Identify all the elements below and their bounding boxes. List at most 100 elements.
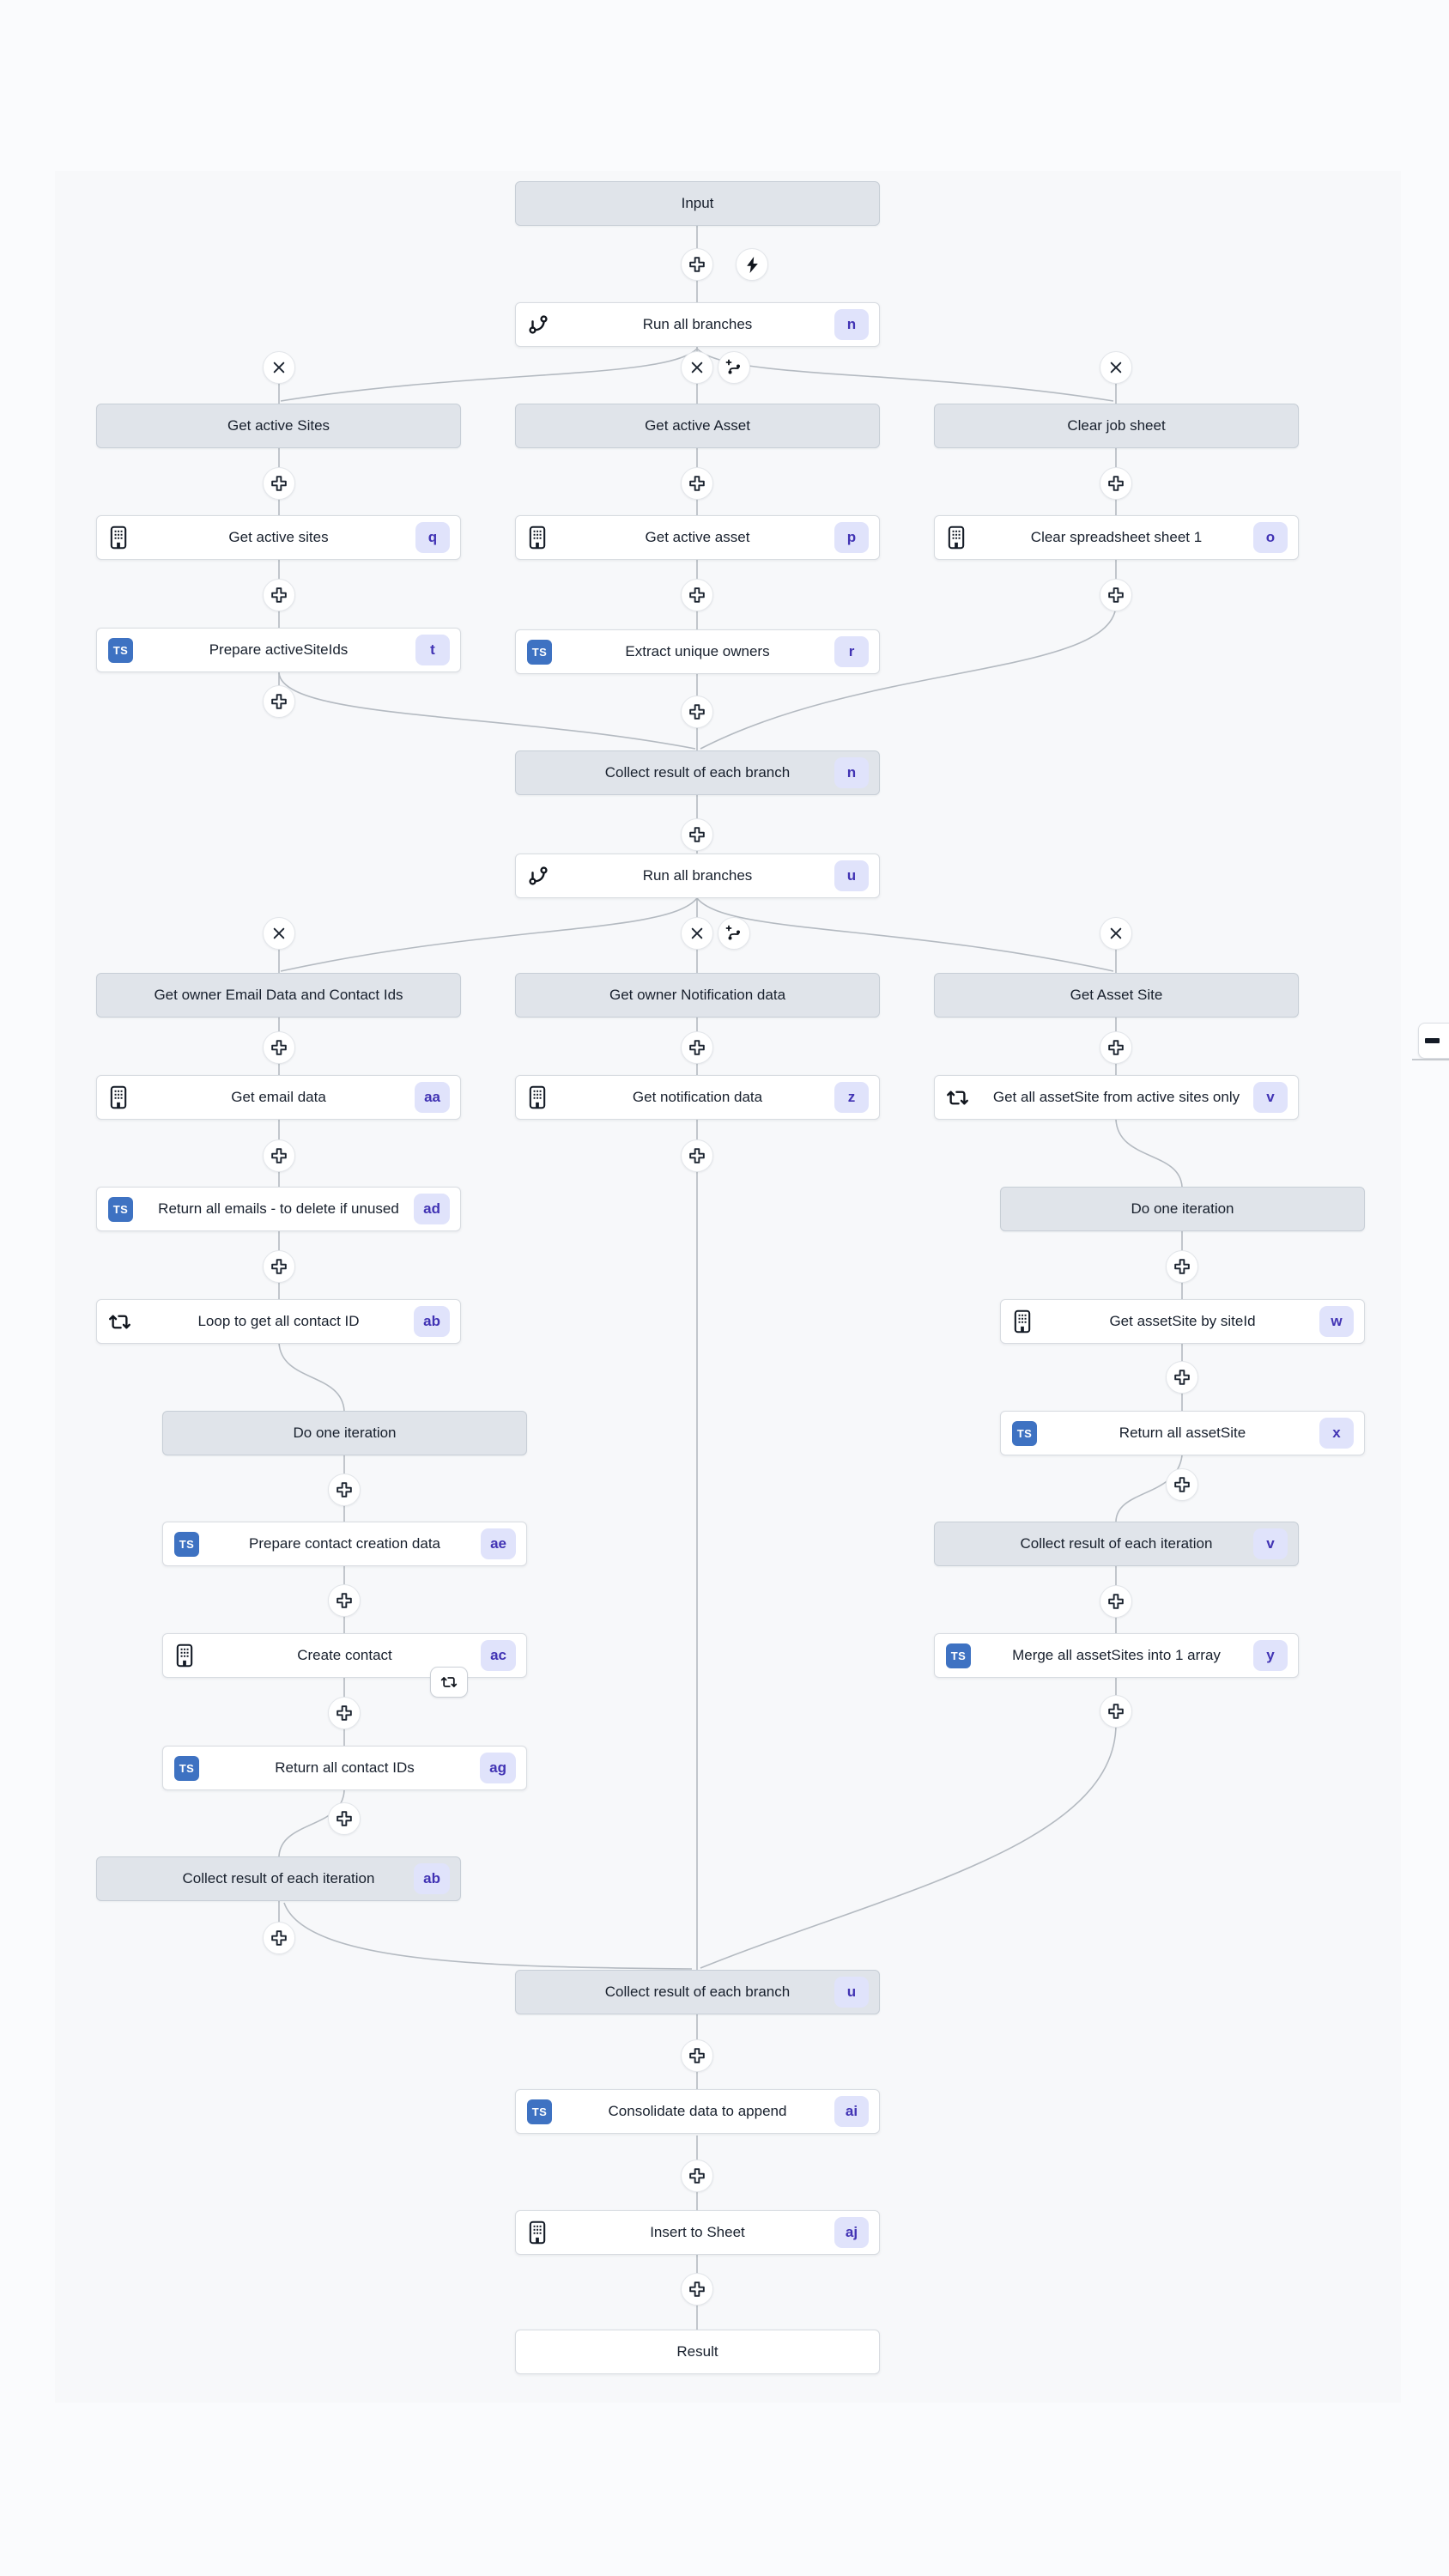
flow-canvas[interactable] xyxy=(55,171,1401,2403)
step-id-badge: ag xyxy=(480,1753,516,1783)
plus-icon xyxy=(1108,1594,1124,1609)
delete-branch-button[interactable] xyxy=(1100,351,1132,384)
insert-step-button[interactable] xyxy=(681,2039,713,2072)
insert-step-button[interactable] xyxy=(1100,579,1132,611)
insert-step-button[interactable] xyxy=(328,1584,361,1617)
trigger-bolt-button[interactable] xyxy=(736,248,768,281)
step-merge-all-assetsites[interactable]: TS Merge all assetSites into 1 array y xyxy=(934,1633,1299,1678)
add-branch-button[interactable] xyxy=(718,351,750,384)
canvas-zoom-control[interactable] xyxy=(1418,1023,1449,1059)
building-icon xyxy=(108,1085,129,1109)
step-get-notification-data[interactable]: Get notification data z xyxy=(515,1075,880,1120)
insert-step-button[interactable] xyxy=(1166,1250,1198,1283)
step-get-assetsite-by-siteid[interactable]: Get assetSite by siteId w xyxy=(1000,1299,1365,1344)
step-return-all-emails[interactable]: TS Return all emails - to delete if unus… xyxy=(96,1187,461,1231)
step-get-all-assetsite-loop[interactable]: Get all assetSite from active sites only… xyxy=(934,1075,1299,1120)
collect-iteration-result-node[interactable]: Collect result of each iteration ab xyxy=(96,1856,461,1901)
plus-icon xyxy=(271,694,287,709)
retry-loop-indicator-button[interactable] xyxy=(430,1667,468,1698)
step-get-active-sites[interactable]: Get active sites q xyxy=(96,515,461,560)
plus-icon xyxy=(271,1259,287,1274)
step-loop-get-all-contact-id[interactable]: Loop to get all contact ID ab xyxy=(96,1299,461,1344)
git-branch-icon xyxy=(527,313,549,336)
step-create-contact[interactable]: Create contact ac xyxy=(162,1633,527,1678)
step-return-all-assetsite[interactable]: TS Return all assetSite x xyxy=(1000,1411,1365,1455)
branch-header-get-owner-email-data[interactable]: Get owner Email Data and Contact Ids xyxy=(96,973,461,1018)
delete-branch-button[interactable] xyxy=(681,917,713,950)
node-label: Get active Asset xyxy=(645,417,750,434)
flow-result-node[interactable]: Result xyxy=(515,2330,880,2374)
typescript-icon: TS xyxy=(108,637,133,663)
insert-step-button[interactable] xyxy=(263,579,295,611)
step-extract-unique-owners[interactable]: TS Extract unique owners r xyxy=(515,629,880,674)
loop-header-do-one-iteration[interactable]: Do one iteration xyxy=(162,1411,527,1455)
node-label: Run all branches xyxy=(642,316,753,332)
node-label: Get all assetSite from active sites only xyxy=(992,1089,1240,1105)
insert-step-button[interactable] xyxy=(263,1139,295,1172)
node-label: Do one iteration xyxy=(1131,1200,1234,1217)
branch-header-get-active-sites[interactable]: Get active Sites xyxy=(96,404,461,448)
node-label: Result xyxy=(676,2343,718,2360)
branch-header-get-active-asset[interactable]: Get active Asset xyxy=(515,404,880,448)
insert-step-button[interactable] xyxy=(681,467,713,500)
add-branch-button[interactable] xyxy=(718,917,750,950)
step-id-badge: n xyxy=(834,309,869,340)
node-label: Clear spreadsheet sheet 1 xyxy=(1030,529,1203,545)
close-icon xyxy=(273,361,285,374)
insert-step-button[interactable] xyxy=(328,1802,361,1835)
step-return-all-contact-ids[interactable]: TS Return all contact IDs ag xyxy=(162,1746,527,1790)
insert-step-button[interactable] xyxy=(1100,467,1132,500)
insert-step-button[interactable] xyxy=(681,818,713,851)
step-prepare-contact-creation-data[interactable]: TS Prepare contact creation data ae xyxy=(162,1522,527,1566)
insert-step-button[interactable] xyxy=(681,2160,713,2192)
insert-step-button[interactable] xyxy=(1166,1361,1198,1394)
step-run-all-branches-u[interactable]: Run all branches u xyxy=(515,854,880,898)
node-label: Extract unique owners xyxy=(625,643,770,659)
insert-step-button[interactable] xyxy=(681,2273,713,2306)
delete-branch-button[interactable] xyxy=(263,351,295,384)
collect-branch-result-node[interactable]: Collect result of each branch u xyxy=(515,1970,880,2014)
insert-step-button[interactable] xyxy=(328,1473,361,1506)
node-label: Collect result of each branch xyxy=(604,1984,791,2000)
insert-step-button[interactable] xyxy=(681,248,713,281)
collect-iteration-result-node[interactable]: Collect result of each iteration v xyxy=(934,1522,1299,1566)
step-run-all-branches-n[interactable]: Run all branches n xyxy=(515,302,880,347)
delete-branch-button[interactable] xyxy=(263,917,295,950)
step-id-badge: aa xyxy=(415,1082,450,1113)
collect-branch-result-node[interactable]: Collect result of each branch n xyxy=(515,750,880,795)
step-get-active-asset[interactable]: Get active asset p xyxy=(515,515,880,560)
delete-branch-button[interactable] xyxy=(681,351,713,384)
plus-icon xyxy=(1108,587,1124,603)
insert-step-button[interactable] xyxy=(328,1697,361,1729)
typescript-icon: TS xyxy=(108,1196,133,1222)
insert-step-button[interactable] xyxy=(681,696,713,728)
node-label: Create contact xyxy=(297,1647,392,1663)
branch-header-get-asset-site[interactable]: Get Asset Site xyxy=(934,973,1299,1018)
step-prepare-activesiteids[interactable]: TS Prepare activeSiteIds t xyxy=(96,628,461,672)
insert-step-button[interactable] xyxy=(263,1250,295,1283)
typescript-icon: TS xyxy=(174,1755,199,1781)
insert-step-button[interactable] xyxy=(1100,1585,1132,1618)
insert-step-button[interactable] xyxy=(263,1031,295,1064)
node-label: Get owner Email Data and Contact Ids xyxy=(154,987,403,1003)
branch-header-clear-job-sheet[interactable]: Clear job sheet xyxy=(934,404,1299,448)
insert-step-button[interactable] xyxy=(263,467,295,500)
step-consolidate-data-to-append[interactable]: TS Consolidate data to append ai xyxy=(515,2089,880,2134)
flow-input-node[interactable]: Input xyxy=(515,181,880,226)
step-get-email-data[interactable]: Get email data aa xyxy=(96,1075,461,1120)
insert-step-button[interactable] xyxy=(1100,1031,1132,1064)
step-insert-to-sheet[interactable]: Insert to Sheet aj xyxy=(515,2210,880,2255)
typescript-icon: TS xyxy=(1012,1420,1037,1446)
typescript-icon: TS xyxy=(174,1531,199,1557)
insert-step-button[interactable] xyxy=(681,1139,713,1172)
insert-step-button[interactable] xyxy=(681,579,713,611)
branch-header-get-owner-notification-data[interactable]: Get owner Notification data xyxy=(515,973,880,1018)
insert-step-button[interactable] xyxy=(1166,1468,1198,1501)
insert-step-button[interactable] xyxy=(681,1031,713,1064)
insert-step-button[interactable] xyxy=(263,685,295,718)
step-clear-spreadsheet-sheet-1[interactable]: Clear spreadsheet sheet 1 o xyxy=(934,515,1299,560)
insert-step-button[interactable] xyxy=(1100,1695,1132,1728)
insert-step-button[interactable] xyxy=(263,1922,295,1954)
delete-branch-button[interactable] xyxy=(1100,917,1132,950)
loop-header-do-one-iteration[interactable]: Do one iteration xyxy=(1000,1187,1365,1231)
